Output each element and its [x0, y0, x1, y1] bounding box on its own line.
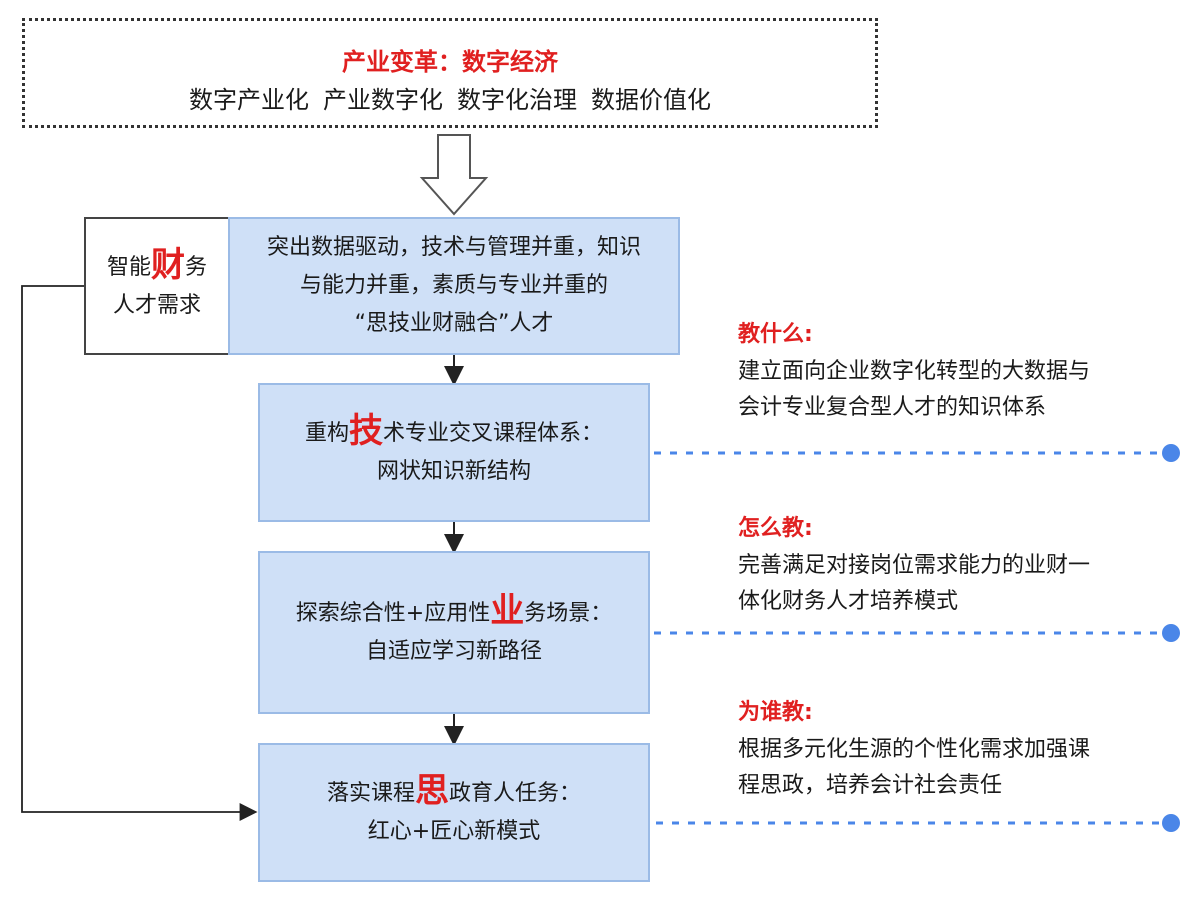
core-line1: 突出数据驱动，技术与管理并重，知识 — [266, 235, 641, 260]
talent-demand-line1: 智能财务 — [106, 244, 208, 285]
step-title: 重构技术专业交叉课程体系： — [304, 411, 604, 451]
step-title: 探索综合性+应用性业务场景： — [295, 591, 613, 631]
step-box-business: 探索综合性+应用性业务场景： 自适应学习新路径 — [258, 551, 650, 714]
side-note-how: 怎么教: 完善满足对接岗位需求能力的业财一 体化财务人才培养模式 — [738, 510, 1188, 620]
step-box-ideology: 落实课程思政育人任务： 红心+匠心新模式 — [258, 743, 650, 882]
connector-dot-3 — [1162, 814, 1180, 832]
talent-demand-box: 智能财务 人才需求 — [84, 217, 230, 355]
talent-demand-line2: 人才需求 — [112, 292, 201, 318]
top-item: 产业数字化 — [323, 86, 443, 114]
loop-back-line — [21, 285, 258, 821]
big-down-arrow — [419, 134, 489, 216]
side-note-line: 建立面向企业数字化转型的大数据与 — [738, 359, 1091, 384]
step-highlight: 技 — [349, 411, 383, 451]
top-items-row: 数字产业化产业数字化数字化治理数据价值化 — [22, 80, 878, 115]
talent-demand-highlight: 财 — [151, 244, 185, 285]
side-note-line: 根据多元化生源的个性化需求加强课 — [738, 737, 1091, 762]
side-note-whom: 为谁教: 根据多元化生源的个性化需求加强课 程思政，培养会计社会责任 — [738, 694, 1188, 804]
connector-dot-1 — [1162, 444, 1180, 462]
side-note-line: 体化财务人才培养模式 — [738, 589, 959, 614]
top-title: 产业变革：数字经济 — [342, 48, 558, 76]
side-note-heading: 为谁教: — [738, 700, 813, 725]
connector-dot-2 — [1162, 624, 1180, 642]
side-note-line: 会计专业复合型人才的知识体系 — [738, 395, 1047, 420]
core-line2: 与能力并重，素质与专业并重的 — [299, 273, 608, 298]
step-highlight: 思 — [415, 771, 449, 811]
step-box-technology: 重构技术专业交叉课程体系： 网状知识新结构 — [258, 383, 650, 522]
step-subtitle: 网状知识新结构 — [376, 459, 531, 484]
top-item: 数字化治理 — [457, 86, 577, 114]
top-item: 数据价值化 — [591, 86, 711, 114]
step-highlight: 业 — [490, 591, 525, 631]
step-subtitle: 自适应学习新路径 — [365, 639, 542, 664]
step-title: 落实课程思政育人任务： — [326, 771, 582, 811]
core-talent-box: 突出数据驱动，技术与管理并重，知识 与能力并重，素质与专业并重的 “思技业财融合… — [228, 217, 680, 355]
side-note-what: 教什么: 建立面向企业数字化转型的大数据与 会计专业复合型人才的知识体系 — [738, 316, 1188, 426]
digital-economy-frame — [22, 18, 878, 128]
side-note-heading: 怎么教: — [738, 516, 813, 541]
side-note-line: 程思政，培养会计社会责任 — [738, 773, 1003, 798]
step-subtitle: 红心+匠心新模式 — [367, 819, 541, 844]
side-note-line: 完善满足对接岗位需求能力的业财一 — [738, 553, 1091, 578]
side-note-heading: 教什么: — [738, 322, 813, 347]
top-item: 数字产业化 — [189, 86, 309, 114]
core-line3: “思技业财融合”人才 — [354, 311, 554, 336]
